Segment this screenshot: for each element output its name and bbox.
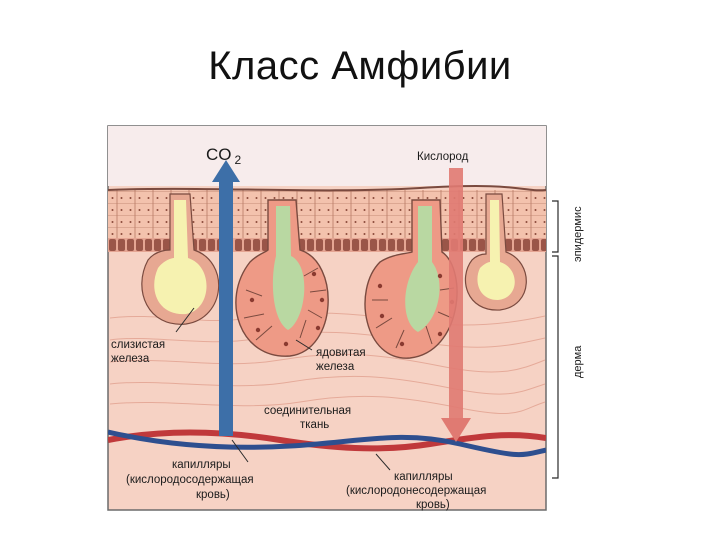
poison-gland-center — [235, 199, 329, 357]
dermis-label: дерма — [572, 345, 584, 378]
slide-title: Класс Амфибии — [208, 44, 512, 88]
oxygen-arrow — [441, 168, 471, 442]
capillaries-right-label-1: капилляры — [394, 471, 453, 483]
capillaries-left-label-1: капилляры — [172, 459, 231, 471]
side-brackets — [552, 200, 559, 479]
connective-tissue-label-1: соединительная — [264, 405, 351, 417]
mucous-gland-label-2: железа — [111, 353, 150, 365]
outside-medium — [108, 126, 546, 186]
mucous-gland-left — [141, 193, 220, 325]
capillaries-right-label-2: (кислородонесодержащая — [346, 485, 486, 497]
mucous-gland-label-1: слизистая — [111, 339, 165, 351]
co2-arrow — [212, 160, 240, 436]
capillary-vein — [108, 429, 546, 458]
leader-lines — [175, 307, 391, 471]
capillaries-left-label-2: (кислородосодержащая — [126, 474, 254, 486]
connective-tissue-label-2: ткань — [300, 419, 329, 431]
capillary-artery — [108, 429, 546, 452]
capillaries-right-label-3: кровь) — [416, 499, 450, 511]
oxygen-label: Кислород — [417, 151, 469, 163]
dermis-fibers — [109, 312, 546, 415]
poison-gland-label-1: ядовитая — [316, 347, 366, 359]
epidermis-label: эпидермис — [572, 206, 584, 262]
poison-gland-label-2: железа — [316, 361, 355, 373]
mucous-gland-right — [464, 193, 527, 311]
capillaries-left-label-3: кровь) — [196, 489, 230, 501]
